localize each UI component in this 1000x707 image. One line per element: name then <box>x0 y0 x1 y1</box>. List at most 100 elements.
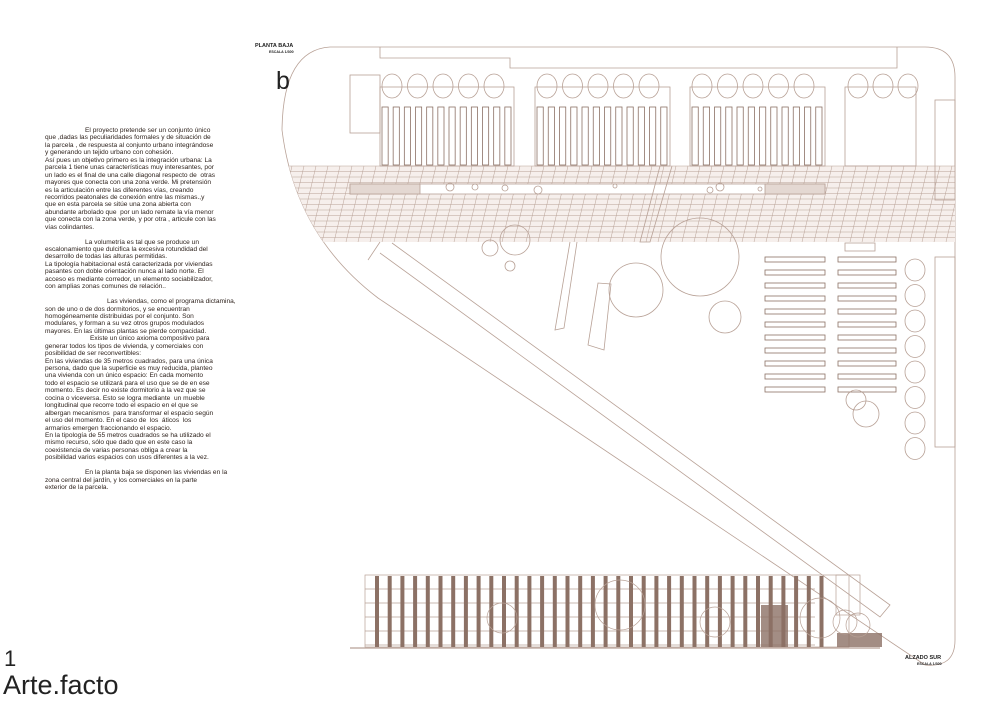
tree-icon <box>587 73 609 99</box>
paving-joint <box>393 165 413 243</box>
paving-joint <box>645 165 665 243</box>
housing-unit <box>759 106 767 166</box>
paving-joint <box>381 165 401 243</box>
paving-joint <box>849 165 869 243</box>
paving-joint <box>369 165 389 243</box>
paving-joint <box>405 165 425 243</box>
paving-joint <box>441 165 461 243</box>
paving-joint <box>777 165 797 243</box>
facade-bar <box>667 576 672 647</box>
text-line: exterior de la parcela. <box>45 484 109 491</box>
housing-row <box>764 334 826 341</box>
tree-icon <box>381 73 403 99</box>
housing-row <box>764 256 826 263</box>
housing-row <box>764 373 826 380</box>
housing-unit <box>570 106 578 166</box>
facade-bar <box>794 576 799 647</box>
housing-unit <box>493 106 501 166</box>
paving-joint <box>741 165 761 243</box>
tree-elevation-icon <box>845 612 871 638</box>
plaza-tree-icon <box>501 184 509 192</box>
housing-unit <box>437 106 445 166</box>
paving-joint <box>429 165 449 243</box>
housing-block <box>689 86 826 167</box>
housing-block <box>534 86 671 167</box>
project-description: El proyecto pretende ser un conjunto úni… <box>45 127 310 491</box>
housing-unit <box>581 106 589 166</box>
paving-joint <box>513 165 533 243</box>
tree-icon <box>793 73 815 99</box>
tree-elevation-icon <box>699 606 731 638</box>
facade-bar <box>514 576 519 647</box>
paragraph-gap <box>45 291 310 298</box>
site-outline <box>281 46 956 666</box>
facade-bar <box>527 576 532 647</box>
text-line: El proyecto pretende ser un conjunto úni… <box>85 127 211 134</box>
housing-unit <box>559 106 567 166</box>
text-line: En la planta baja se disponen las vivien… <box>85 469 228 477</box>
housing-unit <box>637 106 645 166</box>
text-line: En las viviendas de 35 metros cuadrados,… <box>45 357 213 365</box>
facade-bar <box>451 576 456 647</box>
central-strip <box>349 183 826 195</box>
paving-joint <box>933 165 953 243</box>
tree-icon <box>904 258 926 282</box>
housing-unit <box>470 106 478 166</box>
text-line: homogéneamente distribuidas por el conju… <box>45 312 194 320</box>
plaza-paving <box>282 165 988 243</box>
paving-joint <box>897 165 917 243</box>
plaza-tree-icon <box>706 186 714 194</box>
tree-icon <box>407 73 428 99</box>
text-line: momento. Es decir no existe dormitorio a… <box>45 387 206 395</box>
housing-unit <box>626 106 634 166</box>
paving-joint <box>885 165 905 243</box>
paving-joint <box>465 165 485 243</box>
facade-bar <box>413 576 418 647</box>
housing-unit <box>804 106 812 166</box>
housing-unit <box>702 106 710 166</box>
tree-icon <box>904 309 926 333</box>
tree-icon <box>904 335 926 358</box>
paving-joint <box>633 165 653 243</box>
shop-front <box>837 633 882 647</box>
housing-unit <box>392 106 400 166</box>
tree-icon <box>904 437 926 460</box>
text-line: En la tipología de 55 metros cuadrados s… <box>45 431 211 439</box>
facade-bar <box>616 576 621 647</box>
ramp <box>554 241 578 331</box>
housing-row <box>837 334 897 341</box>
tree-icon <box>768 73 789 99</box>
facade-bar <box>743 576 748 647</box>
paving-joint <box>585 165 605 243</box>
paving-joint <box>609 165 629 243</box>
paving-joint <box>970 166 988 242</box>
housing-unit <box>792 106 800 166</box>
corner-building <box>349 74 381 134</box>
text-line: coexistencia de varias personas obliga a… <box>45 446 188 454</box>
plaza-fill <box>282 166 955 242</box>
tree-canopy-icon <box>708 300 742 334</box>
paving-joint <box>453 165 473 243</box>
housing-row <box>764 269 826 276</box>
facade-bar <box>489 576 494 647</box>
facade-bar <box>590 576 595 647</box>
facade-bar <box>819 576 824 647</box>
tree-canopy-icon <box>608 262 664 318</box>
text-line: y generando un tejido urbano con cohesió… <box>45 149 174 157</box>
paving-joint <box>909 165 929 243</box>
housing-unit <box>504 106 512 166</box>
housing-row <box>764 282 826 289</box>
housing-row <box>837 269 897 276</box>
housing-row <box>837 360 897 367</box>
text-line: mayores que conecta con una zona verde. … <box>45 179 212 187</box>
paving-joint <box>417 165 437 243</box>
crosswalk <box>639 165 673 243</box>
text-line: posibilidad de ser reconvertibles: <box>45 350 142 358</box>
paragraph-gap <box>45 231 310 238</box>
plaza-tree-icon <box>612 183 618 189</box>
paving-joint <box>621 165 641 243</box>
housing-row <box>764 308 826 315</box>
facade-bar <box>679 576 684 647</box>
text-line: longitudinal que recorre todo el espacio… <box>45 402 198 410</box>
